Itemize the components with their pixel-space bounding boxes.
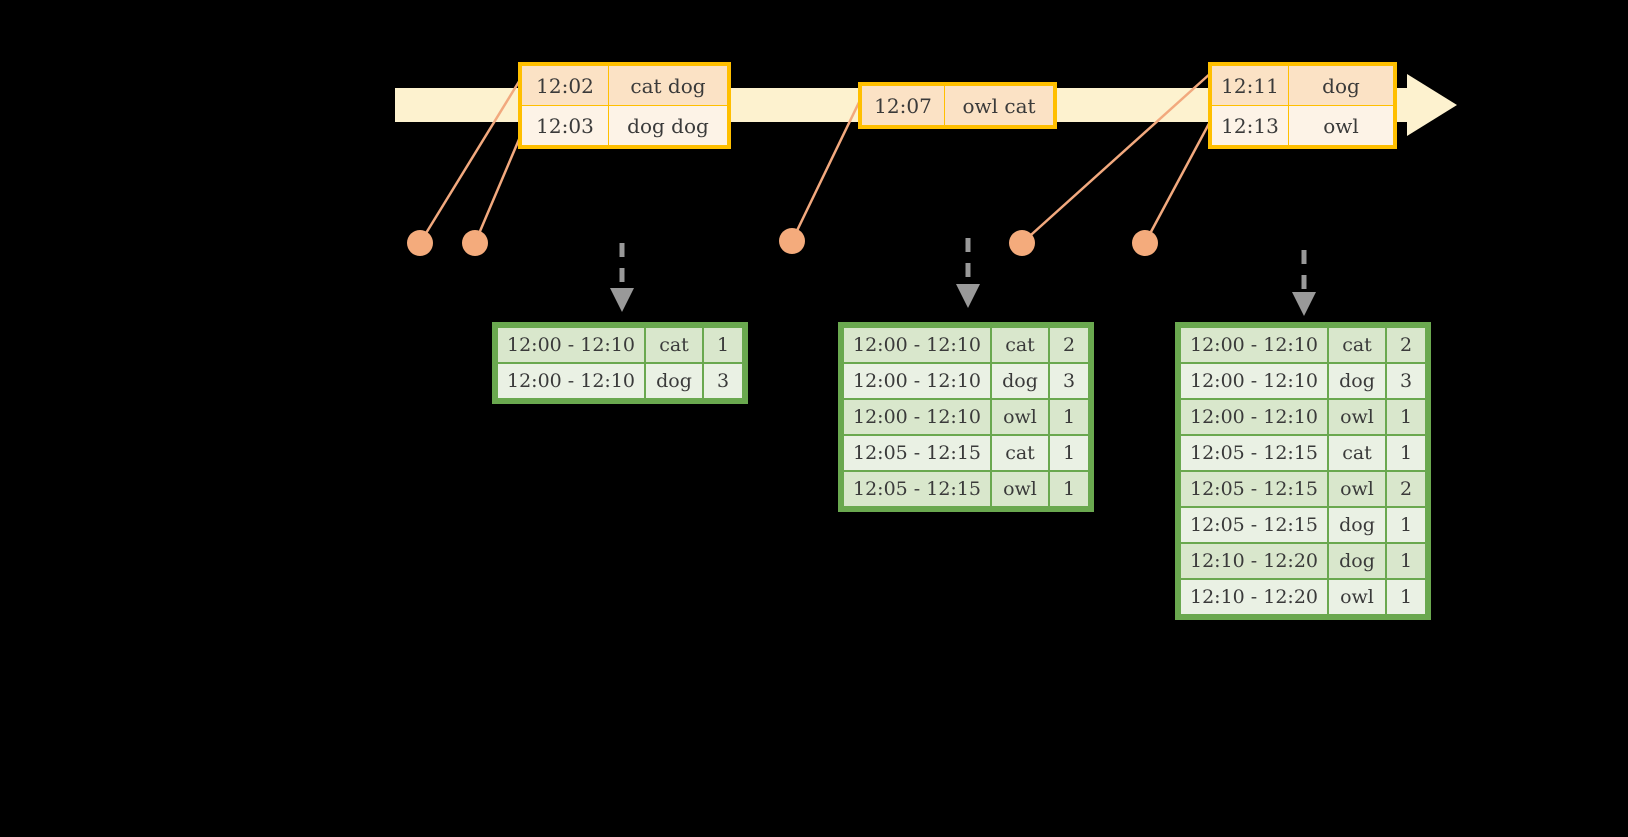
event-value: dog dog	[608, 105, 728, 146]
event-value: dog	[1288, 65, 1394, 106]
result-key: owl	[992, 472, 1048, 506]
result-key: dog	[1329, 364, 1385, 398]
event-dot-5	[1132, 230, 1158, 256]
down-arrow-1-icon	[610, 288, 634, 312]
result-key: dog	[646, 364, 702, 398]
result-count: 2	[1387, 328, 1425, 362]
event-time: 12:07	[861, 85, 945, 126]
event-time: 12:02	[521, 65, 609, 106]
result-count: 3	[1387, 364, 1425, 398]
result-count: 1	[1387, 436, 1425, 470]
result-count: 3	[1050, 364, 1088, 398]
result-key: dog	[992, 364, 1048, 398]
event-row: 12:02 cat dog	[521, 65, 728, 106]
event-dot-3	[779, 228, 805, 254]
result-window: 12:00 - 12:10	[498, 364, 644, 398]
result-window: 12:00 - 12:10	[844, 364, 990, 398]
result-count: 1	[1050, 472, 1088, 506]
down-arrow-2-icon	[956, 284, 980, 308]
event-row: 12:03 dog dog	[521, 105, 728, 146]
result-count: 1	[1050, 436, 1088, 470]
event-table-2: 12:07 owl cat	[861, 85, 1054, 126]
result-key: cat	[1329, 436, 1385, 470]
event-dot-1	[407, 230, 433, 256]
result-key: owl	[1329, 400, 1385, 434]
result-key: cat	[992, 436, 1048, 470]
result-count: 2	[1050, 328, 1088, 362]
result-key: dog	[1329, 544, 1385, 578]
event-group-2: 12:07 owl cat	[858, 82, 1057, 129]
event-row: 12:13 owl	[1211, 105, 1394, 146]
event-time: 12:11	[1211, 65, 1289, 106]
result-window: 12:00 - 12:10	[498, 328, 644, 362]
event-row: 12:11 dog	[1211, 65, 1394, 106]
result-count: 1	[1387, 580, 1425, 614]
result-count: 1	[704, 328, 742, 362]
result-key: dog	[1329, 508, 1385, 542]
event-value: owl cat	[944, 85, 1054, 126]
event-time: 12:03	[521, 105, 609, 146]
event-group-3: 12:11 dog 12:13 owl	[1208, 62, 1397, 149]
result-key: owl	[1329, 580, 1385, 614]
result-window: 12:05 - 12:15	[1181, 508, 1327, 542]
event-table-1: 12:02 cat dog 12:03 dog dog	[521, 65, 728, 146]
result-key: owl	[1329, 472, 1385, 506]
result-window: 12:05 - 12:15	[844, 436, 990, 470]
result-count: 2	[1387, 472, 1425, 506]
event-table-3: 12:11 dog 12:13 owl	[1211, 65, 1394, 146]
result-window: 12:05 - 12:15	[1181, 436, 1327, 470]
result-key: cat	[1329, 328, 1385, 362]
result-window: 12:00 - 12:10	[1181, 400, 1327, 434]
result-count: 1	[1387, 544, 1425, 578]
result-key: cat	[646, 328, 702, 362]
result-count: 1	[1387, 508, 1425, 542]
down-arrow-3-icon	[1292, 292, 1316, 316]
result-window: 12:05 - 12:15	[1181, 472, 1327, 506]
result-key: owl	[992, 400, 1048, 434]
result-window: 12:00 - 12:10	[844, 400, 990, 434]
result-window: 12:10 - 12:20	[1181, 544, 1327, 578]
result-count: 3	[704, 364, 742, 398]
timeline-arrowhead-icon	[1407, 74, 1457, 136]
event-value: owl	[1288, 105, 1394, 146]
result-window: 12:00 - 12:10	[1181, 328, 1327, 362]
result-window: 12:00 - 12:10	[1181, 364, 1327, 398]
result-key: cat	[992, 328, 1048, 362]
event-dot-2	[462, 230, 488, 256]
result-window: 12:10 - 12:20	[1181, 580, 1327, 614]
event-group-1: 12:02 cat dog 12:03 dog dog	[518, 62, 731, 149]
event-time: 12:13	[1211, 105, 1289, 146]
event-dot-4	[1009, 230, 1035, 256]
result-window: 12:00 - 12:10	[844, 328, 990, 362]
event-value: cat dog	[608, 65, 728, 106]
event-row: 12:07 owl cat	[861, 85, 1054, 126]
result-count: 1	[1387, 400, 1425, 434]
result-count: 1	[1050, 400, 1088, 434]
result-window: 12:05 - 12:15	[844, 472, 990, 506]
